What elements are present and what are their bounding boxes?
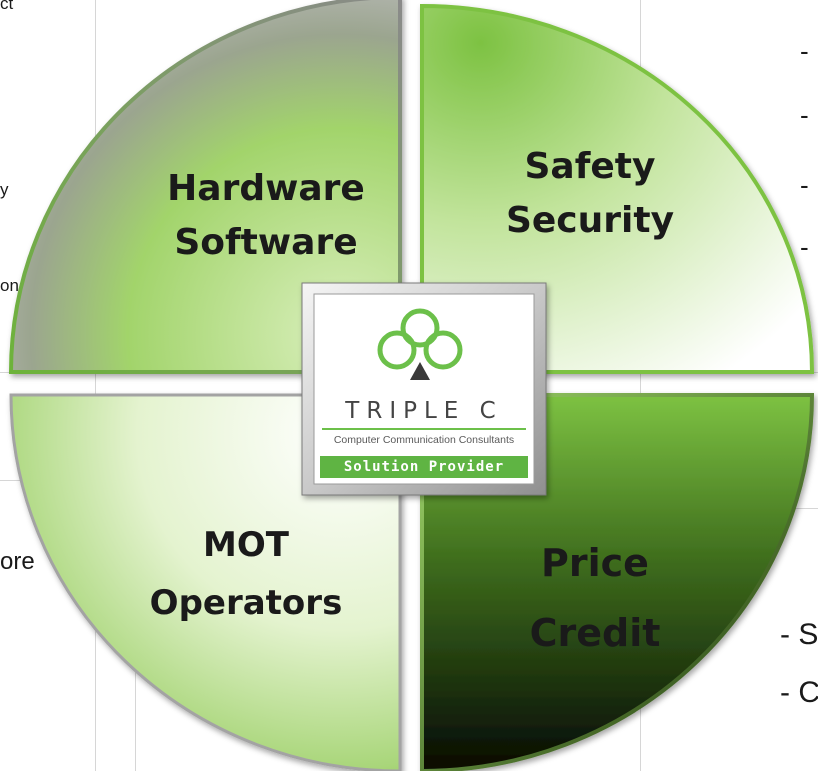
bg-divider-left-vertical-2 (135, 600, 136, 771)
label-bottom-left: MOT Operators (136, 516, 356, 632)
triangle-icon (410, 362, 430, 380)
quadrant-top-left (8, 0, 402, 374)
label-operators: Operators (149, 583, 343, 623)
bottom-list-item-2: - C (780, 676, 818, 709)
left-fragment-1: ct (0, 0, 14, 13)
label-credit: Credit (529, 611, 661, 655)
logo-divider (322, 428, 526, 430)
label-bottom-right: Price Credit (480, 528, 710, 668)
logo-badge: Solution Provider (320, 456, 528, 478)
left-fragment-3: on (0, 276, 19, 295)
right-dash-1: - (800, 36, 809, 66)
label-safety: Safety (524, 146, 656, 187)
bottom-list-item-1: - S (780, 618, 818, 651)
label-price: Price (541, 541, 649, 585)
label-security: Security (505, 200, 675, 241)
quadrant-top-right (420, 3, 815, 374)
left-fragment-2: y (0, 180, 9, 199)
bg-divider-right-vertical (640, 0, 641, 771)
clover-logo-icon (377, 308, 463, 370)
label-top-left: Hardware Software (150, 162, 382, 270)
right-dash-3: - (800, 170, 809, 200)
label-hardware: Hardware (167, 168, 365, 209)
logo-subtitle: Computer Communication Consultants (333, 434, 515, 446)
label-top-right: Safety Security (470, 140, 710, 248)
bg-divider-left-vertical (95, 0, 96, 771)
label-software: Software (174, 222, 358, 263)
left-fragment-4: ore (0, 548, 35, 575)
logo-wordmark: TRIPLE C (345, 398, 503, 424)
label-mot: MOT (203, 525, 289, 565)
right-dash-4: - (800, 232, 809, 262)
right-dash-2: - (800, 100, 809, 130)
